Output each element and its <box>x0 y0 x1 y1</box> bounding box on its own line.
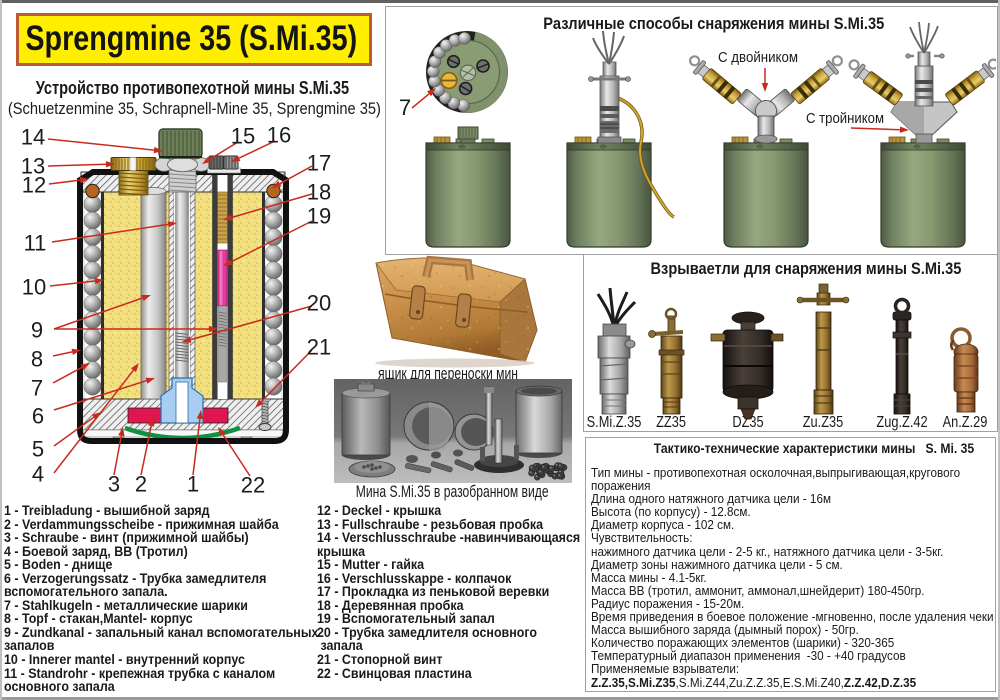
svg-text:2: 2 <box>135 472 147 497</box>
svg-text:8: 8 <box>31 347 43 372</box>
svg-text:9: 9 <box>31 318 43 343</box>
svg-text:7: 7 <box>399 95 411 120</box>
svg-text:19: 19 <box>307 204 331 229</box>
svg-text:10: 10 <box>22 275 46 300</box>
svg-text:14: 14 <box>21 125 45 150</box>
svg-text:12: 12 <box>22 173 46 198</box>
svg-text:7: 7 <box>31 376 43 401</box>
svg-text:1: 1 <box>187 472 199 497</box>
svg-text:18: 18 <box>307 180 331 205</box>
svg-text:3: 3 <box>108 472 120 497</box>
svg-text:22: 22 <box>241 473 265 498</box>
svg-text:5: 5 <box>32 437 44 462</box>
svg-text:13: 13 <box>21 154 45 179</box>
svg-text:С двойником: С двойником <box>718 49 798 66</box>
svg-text:17: 17 <box>307 151 331 176</box>
svg-text:11: 11 <box>24 231 47 256</box>
svg-text:20: 20 <box>307 291 331 316</box>
svg-text:6: 6 <box>32 404 44 429</box>
svg-text:21: 21 <box>307 335 331 360</box>
svg-text:4: 4 <box>32 462 44 487</box>
svg-text:С тройником: С тройником <box>806 110 884 127</box>
svg-text:15: 15 <box>231 124 255 149</box>
svg-text:16: 16 <box>267 123 291 148</box>
